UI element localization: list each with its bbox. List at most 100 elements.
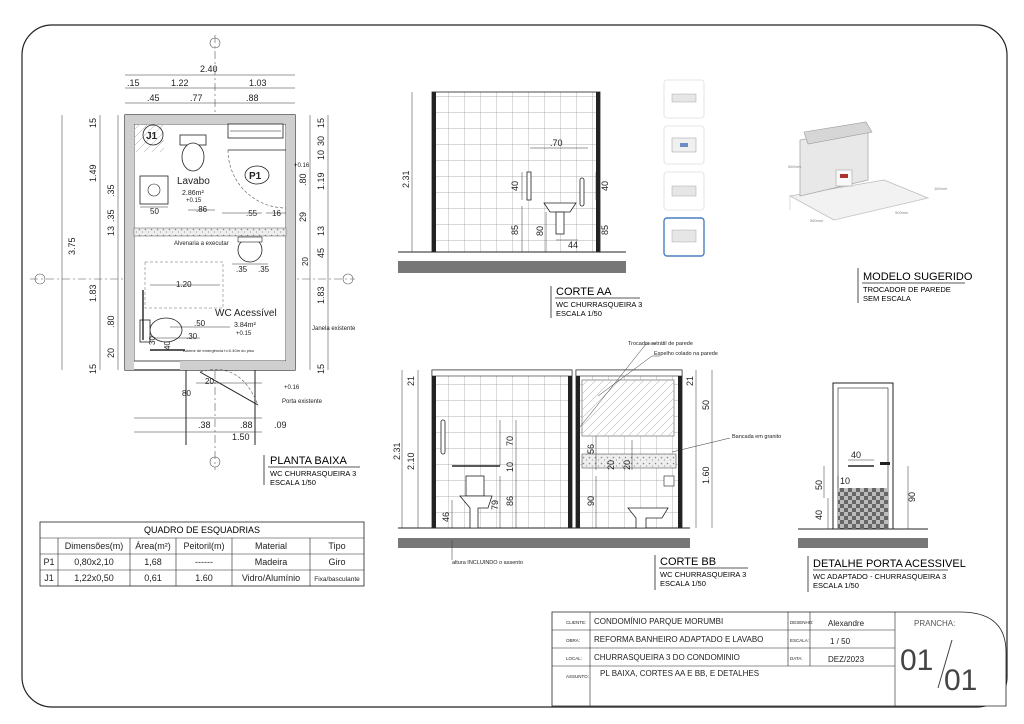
planta-sub2: ESCALA 1/50 [270, 478, 316, 487]
table-cell: 1.60 [195, 573, 213, 583]
detalhe-sub2: ESCALA 1/50 [813, 581, 859, 590]
dim-top-a: .15 [127, 78, 140, 88]
bb-dim-79: 79 [490, 500, 500, 510]
title-block: CLIENTE: OBRA: LOCAL: ASSUNTO: DESENHO: … [551, 611, 1007, 707]
room2-area: 3.84m² [234, 322, 256, 329]
porta-dim-50: 50 [814, 480, 824, 490]
note-porta: Porta existente [282, 399, 323, 405]
aa-sub1: WC CHURRASQUEIRA 3 [556, 300, 642, 309]
bb-dim-90: 90 [586, 496, 596, 506]
inner-dim-30: .30 [186, 332, 198, 341]
quadro-header-4: Material [255, 541, 287, 551]
dim-right-h: 45 [316, 248, 326, 258]
dim-d: 160mm [934, 186, 948, 191]
bb-dim-46: 46 [441, 512, 451, 522]
quadro-title: QUADRO DE ESQUADRIAS [144, 525, 260, 535]
quadro-header-3: Peitoril(m) [183, 541, 224, 551]
dim-top-d: .45 [147, 93, 160, 103]
dim-left-d: .35 [106, 209, 116, 222]
corte-bb: 21 2.31 2.10 70 10 46 79 86 56 20 20 90 … [392, 341, 781, 590]
dim-b: 900mm [895, 210, 909, 215]
value-assunto: PL BAIXA, CORTES AA E BB, E DETALHES [600, 669, 759, 678]
bb-dim-10: 10 [505, 462, 515, 472]
aa-dim-h: 2.31 [401, 170, 411, 188]
dim-top-e: .77 [190, 93, 203, 103]
dim-left-b: 1.83 [88, 284, 98, 302]
dim-left-a: 1.49 [88, 164, 98, 182]
dim-left-i: 15 [88, 364, 98, 374]
inner-dim-50a: 50 [150, 207, 159, 216]
label-obra: OBRA: [566, 638, 580, 643]
inner-dim-50b: .50 [194, 319, 206, 328]
table-cell: P1 [43, 557, 54, 567]
note-altura: altura INCLUINDO o assento [452, 560, 523, 566]
inner-dim-86: .86 [196, 205, 208, 214]
changer-product-image [788, 121, 930, 221]
dim-left-f: 15 [88, 118, 98, 128]
value-obra: REFORMA BANHEIRO ADAPTADO E LAVABO [594, 635, 763, 644]
inner-dim-20b: 20 [205, 377, 214, 386]
table-cell: J1 [44, 573, 54, 583]
room2-level: +0.15 [236, 331, 252, 337]
detalhe-title: DETALHE PORTA ACESSIVEL [813, 558, 966, 570]
inner-dim-16: 16 [272, 209, 281, 218]
note-janela: Janela existente [312, 326, 356, 332]
detalhe-porta: 40 10 50 40 90 DETALHE PORTA ACESSIVEL W… [798, 382, 966, 592]
dim-left-g: .80 [106, 315, 116, 328]
planta-title: PLANTA BAIXA [270, 455, 347, 467]
label-local: LOCAL: [566, 656, 582, 661]
table-cell: Vidro/Alumínio [242, 573, 300, 583]
dim-bottom-a: .38 [198, 420, 211, 430]
dim-top-b: 1.22 [171, 78, 189, 88]
aa-dim-85b: 85 [600, 225, 610, 235]
porta-dim-90: 90 [907, 492, 917, 502]
corte-aa: 2.31 .70 40 40 85 80 44 85 CORTE AA WC C… [398, 91, 642, 318]
inner-dim-55: .55 [246, 209, 258, 218]
aa-dim-70: .70 [550, 138, 563, 148]
dim-right-d: .80 [298, 173, 308, 186]
label-data: DATA: [790, 656, 803, 661]
tag-j1: J1 [146, 131, 158, 142]
room1-name: Lavabo [177, 176, 210, 187]
dim-right-g: 13 [316, 226, 326, 236]
inner-dim-80: 80 [182, 389, 191, 398]
label-cliente: CLIENTE: [566, 620, 586, 625]
quadro-header-1: Dimensões(m) [65, 541, 124, 551]
note-espelho: Espelho colado na parede [654, 351, 718, 357]
bb-dim-r50: 50 [701, 400, 711, 410]
table-cell: ------ [195, 557, 213, 567]
thumbnail-list [663, 79, 705, 257]
sheet-border [21, 24, 1008, 708]
inner-dim-40: 40 [163, 341, 172, 350]
modelo-sub2: SEM ESCALA [863, 294, 911, 303]
aa-title: CORTE AA [556, 286, 612, 298]
detalhe-sub1: WC ADAPTADO - CHURRASQUEIRA 3 [813, 572, 946, 581]
note-alarme: Alarme de emergência h=0.40m do piso [183, 348, 255, 353]
bb-dim-70: 70 [505, 436, 515, 446]
bb-sub2: ESCALA 1/50 [660, 579, 706, 588]
room1-level: +0.15 [186, 198, 202, 204]
aa-dim-44: 44 [568, 240, 578, 250]
inner-dim-30b: 30 [148, 336, 157, 345]
porta-dim-10: 10 [840, 476, 850, 486]
dim-top-total: 2.40 [200, 64, 218, 74]
bb-dim-56: 56 [586, 444, 596, 454]
dim-left-e: 13 [106, 226, 116, 236]
table-cell: Fixa/basculante [314, 576, 360, 583]
bb-sub1: WC CHURRASQUEIRA 3 [660, 570, 746, 579]
value-cliente: CONDOMÍNIO PARQUE MORUMBI [594, 617, 723, 626]
bb-dim-20b: 20 [622, 460, 632, 470]
value-local: CHURRASQUEIRA 3 DO CONDOMINIO [594, 653, 740, 662]
room2-name: WC Acessível [215, 308, 277, 319]
dim-right-e: 1.19 [316, 172, 326, 190]
aa-dim-85a: 85 [510, 225, 520, 235]
dim-right-j: 15 [316, 364, 326, 374]
dim-bottom-d: 1.50 [232, 432, 250, 442]
table-cell: Giro [328, 557, 345, 567]
aa-dim-40a: 40 [510, 181, 520, 191]
level-a: +0.16 [294, 163, 310, 169]
dim-bottom-c: .09 [274, 420, 287, 430]
bb-dim-r160: 1.60 [701, 466, 711, 484]
modelo-title: MODELO SUGERIDO [863, 271, 973, 283]
